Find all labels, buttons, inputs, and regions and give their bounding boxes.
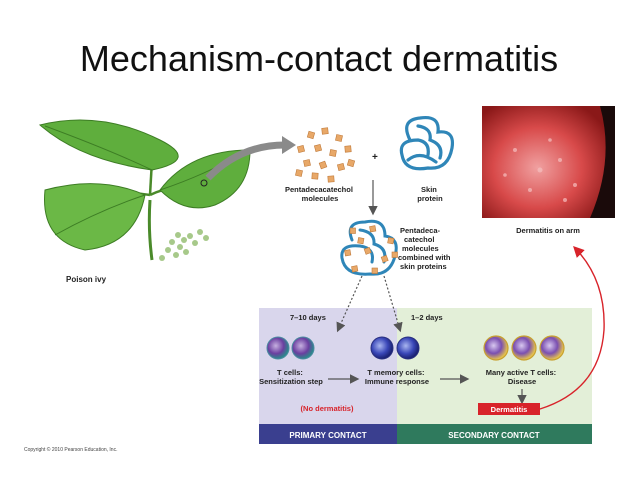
skin-protein-label: Skin protein	[417, 185, 443, 203]
molecule-square	[349, 227, 356, 234]
molecule-square	[303, 159, 311, 167]
plant-to-molecules-arrow	[205, 141, 286, 181]
molecule-square	[321, 127, 329, 135]
molecule-square	[351, 265, 359, 273]
molecule-square	[363, 246, 372, 255]
molecule-square	[327, 175, 335, 183]
t-memory-cell	[396, 336, 420, 360]
active-t-cell	[483, 335, 509, 361]
dermatitis-badge-label: Dermatitis	[491, 405, 528, 414]
molecule-square	[329, 149, 337, 157]
molecule-square	[344, 145, 352, 153]
dermatitis-on-arm-label: Dermatitis on arm	[516, 226, 580, 235]
dermatitis-to-photo-arrow	[539, 245, 605, 410]
combined-protein-illustration	[340, 219, 398, 276]
active-t-cell	[539, 335, 565, 361]
t-memory-cell	[370, 336, 394, 360]
molecule-square	[357, 237, 365, 245]
molecule-square	[295, 169, 303, 177]
dermatitis-badge	[478, 403, 540, 415]
secondary-days-label: 1–2 days	[411, 313, 443, 322]
combined-label: Pentadeca- catechol molecules combined w…	[398, 226, 453, 271]
primary-contact-bar	[259, 424, 397, 444]
molecule-square	[318, 160, 328, 170]
secondary-dotted-arrow	[383, 275, 403, 333]
molecule-square	[344, 249, 352, 257]
t-cells-label: T cells: Sensitization step	[259, 368, 323, 386]
molecule-square	[369, 225, 377, 233]
molecule-square	[336, 162, 346, 172]
secondary-contact-label: SECONDARY CONTACT	[448, 431, 540, 440]
active-t-cell	[511, 335, 537, 361]
secondary-contact-bar	[397, 424, 592, 444]
molecule-square	[371, 267, 378, 274]
molecule-square	[380, 254, 389, 263]
primary-dotted-arrow	[336, 275, 363, 333]
t-memory-label: T memory cells: Immune response	[365, 368, 429, 386]
molecule-square	[346, 158, 356, 168]
skin-protein-illustration	[399, 115, 455, 171]
active-t-label: Many active T cells: Disease	[486, 368, 559, 386]
primary-contact-label: PRIMARY CONTACT	[289, 431, 366, 440]
poison-ivy-label: Poison ivy	[66, 275, 107, 284]
poison-ivy-illustration	[38, 119, 251, 261]
molecules-label: Pentadecacatechol molecules	[285, 185, 355, 203]
pentadecacatechol-molecules	[295, 127, 356, 183]
dermatitis-photo	[482, 106, 615, 218]
slide-title: Mechanism-contact dermatitis	[79, 38, 559, 79]
molecule-square	[313, 143, 323, 153]
molecule-square	[391, 251, 398, 258]
plus-sign: +	[372, 152, 378, 163]
t-cell	[291, 336, 315, 360]
molecule-square	[335, 134, 343, 142]
molecule-square	[296, 144, 306, 154]
molecule-square	[311, 172, 319, 180]
copyright-notice: Copyright © 2010 Pearson Education, Inc.	[24, 447, 118, 453]
primary-panel	[259, 308, 397, 424]
molecule-square	[387, 237, 395, 245]
no-dermatitis-label: (No dermatitis)	[301, 404, 354, 413]
molecule-square	[306, 130, 316, 140]
primary-days-label: 7–10 days	[290, 313, 326, 322]
t-cell	[266, 336, 290, 360]
